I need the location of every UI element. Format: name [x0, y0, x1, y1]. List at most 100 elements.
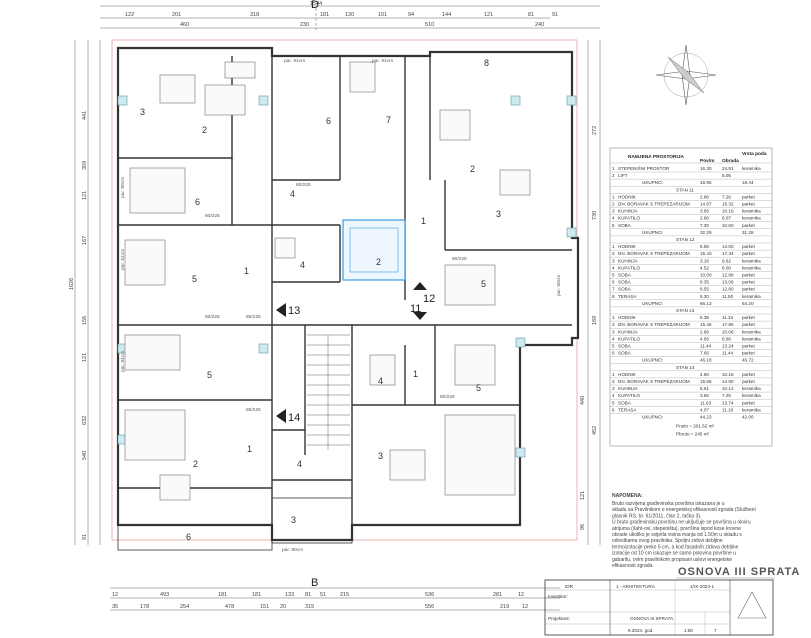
room-label: 4: [297, 459, 302, 469]
table-cell: 13.06: [722, 280, 734, 285]
table-cell: 4.65: [700, 336, 709, 341]
table-cell: 4.52: [700, 265, 709, 270]
window-label: par. 90cm: [120, 177, 126, 198]
top-dim-r2-2: 230: [300, 22, 309, 28]
table-cell: 1: [612, 372, 615, 377]
window-label: par. 90cm: [282, 547, 303, 553]
table-cell: 1: [612, 166, 615, 171]
note-line: termoizolacije preko 5 cm, a kod fasadni…: [612, 544, 739, 550]
table-cell: 3: [612, 329, 615, 334]
note-line: obrade ukoliko je svijetla visina manja …: [612, 532, 742, 538]
table-cell: parket: [742, 372, 755, 377]
table-cell: 3.65: [700, 209, 709, 214]
note-line: atrijuma (šaht-ovi, stepeništa), površin…: [612, 526, 741, 532]
table-cell: 9.62: [722, 258, 731, 263]
table-cell: 4.07: [700, 407, 709, 412]
table-cell: 11.44: [700, 344, 712, 349]
table-cell: 5: [612, 400, 615, 405]
company-logo-icon: [737, 591, 767, 619]
table-cell: DN. BORAVAK S TREPEZARIJOM: [618, 322, 690, 327]
drawing-title: OSNOVA III SPRATA: [678, 566, 800, 578]
table-cell: 9.30: [700, 294, 709, 299]
bottom-dimension-chains: 12 493 181 181 133 81 51 215 536 281 12 …: [110, 577, 560, 611]
table-cell: 5: [612, 223, 615, 228]
unit-markers: 13 12 11 14: [276, 282, 435, 424]
left-dim-5: 156: [82, 316, 88, 325]
room-label: 7: [386, 115, 391, 125]
room-label: 2: [470, 164, 475, 174]
table-cell: 6.61: [700, 386, 709, 391]
table-cell: 16.95: [700, 180, 712, 185]
table-cell: 14.90: [722, 379, 734, 384]
room-label: 1: [413, 369, 418, 379]
left-dim-2: 359: [82, 161, 88, 170]
door-label: 80/225: [205, 314, 220, 320]
bottom-dim-7: 51: [320, 592, 326, 598]
table-cell: parket: [742, 280, 755, 285]
drawing-scale: 1:50: [684, 628, 693, 633]
note-line: gabaritu, ovim pravilnikom propisani usl…: [612, 557, 732, 563]
table-cell: STAN 13: [676, 308, 695, 313]
table-cell: 6.56: [700, 244, 709, 249]
table-cell: 4: [612, 265, 615, 270]
window-label: par. 91cm: [284, 58, 305, 64]
table-cell: parket: [742, 223, 755, 228]
net-area-sum: Pneto = 201.62 m²: [676, 424, 714, 429]
table-cell: 7.66: [700, 351, 709, 356]
table-cell: 32.29: [700, 230, 712, 235]
top-dim-8: 144: [442, 12, 451, 18]
table-cell: KUHINJA: [618, 258, 639, 263]
note-block: NAPOMENA: Bruto razvijena građevinska po…: [612, 493, 756, 569]
gross-area-sum: Pbruto = 245 m²: [676, 432, 710, 437]
note-line: odredbama ovog pravilnika. Spoljni zidov…: [612, 538, 723, 544]
room-label: 5: [481, 279, 486, 289]
table-cell: 8.00: [722, 265, 731, 270]
table-cell: HODNIK: [618, 194, 637, 199]
table-cell: HODNIK: [618, 244, 637, 249]
door-label: 80/225: [452, 256, 467, 262]
table-cell: parket: [742, 194, 755, 199]
table-cell: 12.80: [722, 287, 734, 292]
table-cell: UKUPNO:: [642, 230, 663, 235]
bottom-dim-9: 536: [425, 592, 434, 598]
table-cell: 24.91: [722, 166, 734, 171]
table-cell: parket: [742, 287, 755, 292]
room-label: 6: [326, 116, 331, 126]
table-cell: 66.13: [700, 301, 712, 306]
table-cell: 15.45: [700, 322, 712, 327]
door-window-labels: par. 91cm par. 91cm par. 90cm par. 94cm …: [120, 58, 562, 553]
right-dim-1: 272: [592, 126, 598, 135]
bottom-dim-11: 12: [518, 592, 524, 598]
top-dimension-chains: 1544 122 201 318 181 130 101 94 144 121 …: [100, 0, 600, 30]
top-dim-7: 94: [408, 12, 414, 18]
table-cell: STAN 12: [676, 237, 695, 242]
table-cell: KUHINJA: [618, 209, 639, 214]
table-cell: 18.44: [742, 180, 754, 185]
left-dim-9: 91: [82, 534, 88, 540]
table-cell: 4.60: [700, 372, 709, 377]
table-cell: keramika: [742, 329, 761, 334]
table-cell: 13.74: [722, 400, 734, 405]
note-line: izolacije od 10 cm iskazuje se samo polo…: [612, 551, 736, 557]
room-label: 6: [195, 197, 200, 207]
table-cell: keramika: [742, 265, 761, 270]
top-dim-10: 81: [528, 12, 534, 18]
room-label: 4: [290, 189, 295, 199]
table-cell: 7.26: [722, 393, 731, 398]
room-label: 6: [186, 532, 191, 542]
table-cell: parket: [742, 400, 755, 405]
door-label: 85/225: [246, 314, 261, 320]
left-dim-7: 632: [82, 416, 88, 425]
table-header: Obrada: [722, 158, 739, 164]
section-mark-top: D: [311, 0, 319, 11]
project-part: 1 - ARHITEKTURA: [616, 584, 656, 589]
left-dim-1: 441: [82, 111, 88, 120]
area-table: NAMJENA PROSTORIJA Pov/m Obrada Vrsta po…: [609, 147, 773, 447]
table-cell: 11.34: [722, 315, 734, 320]
note-line: glasnik RS, br. 61/2011, član 2, tačka 3…: [612, 513, 701, 519]
table-cell: parket: [742, 202, 755, 207]
table-total-cell: 42.00: [742, 415, 754, 420]
room-label: 2: [202, 125, 207, 135]
door-label: 90/225: [440, 394, 455, 400]
note-line: skladu sa Pravilnikom o energetskoj efik…: [612, 507, 756, 513]
